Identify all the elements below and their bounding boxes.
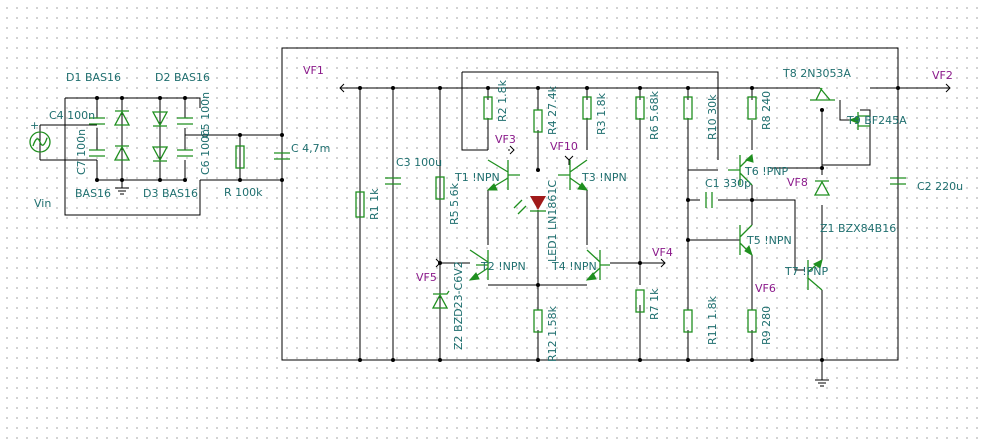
label-r6: R6 5.68k <box>648 90 661 140</box>
label-c: C 4,7m <box>291 142 330 155</box>
resistor-icon <box>582 96 592 120</box>
label-t1: T1 !NPN <box>454 171 500 184</box>
net-vf6: VF6 <box>755 282 776 295</box>
label-r5: R5 5.6k <box>448 182 461 225</box>
label-r10: R10 30k <box>706 94 719 140</box>
label-r3: R3 1.8k <box>595 92 608 135</box>
net-arrow-icon <box>339 83 951 268</box>
capacitor-icon <box>89 117 193 157</box>
label-c1: C1 330p <box>705 177 751 190</box>
label-bas16: BAS16 <box>75 187 111 200</box>
diode-icon <box>113 110 169 162</box>
label-t6: T6 !PNP <box>744 165 788 178</box>
diode-icon <box>813 180 831 196</box>
labels: D1 BAS16 D2 BAS16 C4 100n + C5 100n C7 1… <box>30 64 963 362</box>
resistor-icon <box>683 96 693 120</box>
label-t4: T4 !NPN <box>551 260 597 273</box>
diode-icon <box>431 290 450 309</box>
capacitor-icon <box>890 177 906 185</box>
label-r12: R12 1.58k <box>546 305 559 362</box>
led-icon <box>513 196 546 215</box>
net-vf3: VF3 <box>495 133 516 146</box>
transistor-icon <box>728 87 870 291</box>
label-r2: R2 1.8k <box>496 79 509 122</box>
label-c3: C3 100u <box>396 156 442 169</box>
net-vf5: VF5 <box>416 271 437 284</box>
plus-sign: + <box>30 119 39 132</box>
net-vf4: VF4 <box>652 246 673 259</box>
resistor-icon <box>435 176 445 200</box>
resistor-icon <box>533 109 543 133</box>
label-c4: C4 100n <box>49 109 95 122</box>
label-c6: C6 100n <box>199 129 212 175</box>
label-t2: T2 !NPN <box>480 260 526 273</box>
label-r7: R7 1k <box>648 288 661 320</box>
label-r4: R4 27.4k <box>546 85 559 135</box>
resistor-icon <box>355 191 365 218</box>
label-t3: T3 !NPN <box>581 171 627 184</box>
transistor-icon <box>468 159 610 281</box>
label-z1: Z1 BZX84B16 <box>820 222 896 235</box>
label-z2: Z2 BZD23-C6V2 <box>452 261 465 350</box>
net-vf1: VF1 <box>303 64 324 77</box>
resistor-icon <box>483 96 493 120</box>
label-t8: T8 2N3053A <box>782 67 851 80</box>
label-d3: D3 BAS16 <box>143 187 198 200</box>
capacitor-icon <box>274 152 290 160</box>
wires <box>39 47 950 380</box>
label-vin: Vin <box>34 197 51 210</box>
label-t7: T7 !PNP <box>784 265 828 278</box>
label-r8: R8 240 <box>760 91 773 130</box>
label-c7: C7 100n <box>75 129 88 175</box>
label-led1: LED1 LN1861C <box>546 180 559 262</box>
capacitor-icon <box>705 192 713 208</box>
label-r11: R11 1.8k <box>706 295 719 345</box>
label-t9: T9 BF245A <box>846 114 907 127</box>
ground-icon <box>815 379 829 387</box>
label-c2: C2 220u <box>917 180 963 193</box>
sine-source-icon <box>29 131 51 153</box>
net-vf10: VF10 <box>550 140 578 153</box>
label-r1: R1 1k <box>368 188 381 220</box>
resistor-icon <box>747 309 757 333</box>
resistor-icon <box>635 289 645 313</box>
capacitor-icon <box>385 177 401 185</box>
resistor-icon <box>747 96 757 120</box>
label-r: R 100k <box>224 186 263 199</box>
resistor-icon <box>683 309 693 333</box>
label-c5: C5 100n <box>199 92 212 138</box>
label-d2: D2 BAS16 <box>155 71 210 84</box>
net-vf2: VF2 <box>932 69 953 82</box>
junctions <box>95 86 900 362</box>
ground-icon <box>115 187 129 195</box>
resistor-icon <box>533 309 543 333</box>
label-d1: D1 BAS16 <box>66 71 121 84</box>
label-r9: R9 280 <box>760 306 773 345</box>
resistor-icon <box>235 145 245 169</box>
resistor-icon <box>635 96 645 120</box>
net-vf8: VF8 <box>787 176 808 189</box>
label-t5: T5 !NPN <box>746 234 792 247</box>
